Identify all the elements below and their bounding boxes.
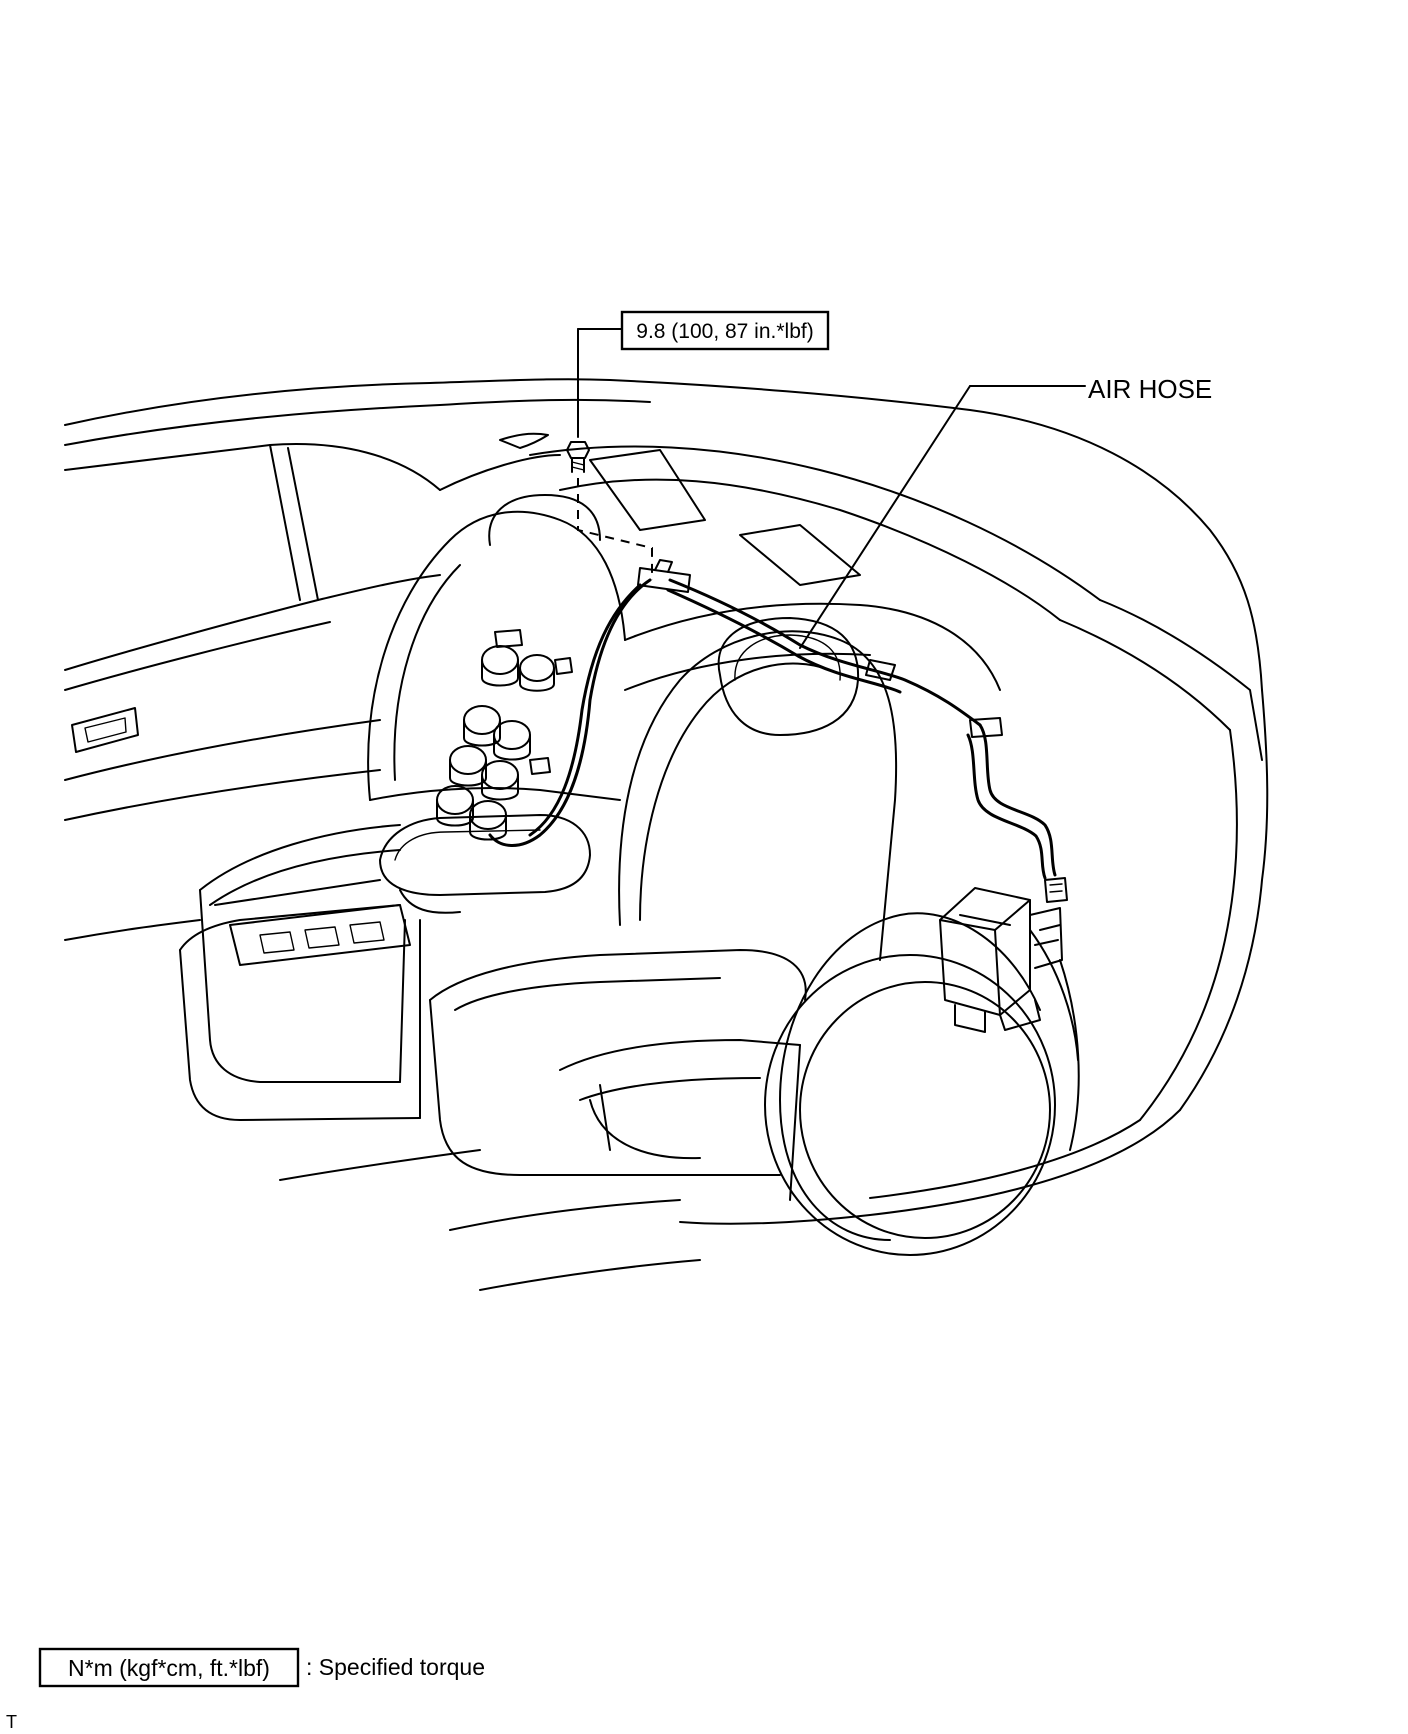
- air-cell: [519, 654, 555, 692]
- air-cell: [463, 705, 501, 747]
- air-hose-label: AIR HOSE: [1088, 374, 1212, 404]
- air-bladder-cluster: [436, 629, 573, 841]
- center-console: [179, 814, 591, 1121]
- legend-unit-box: [38, 1647, 300, 1688]
- air-cell: [436, 785, 474, 827]
- legend-unit-label: N*m (kgf*cm, ft.*lbf): [68, 1655, 270, 1681]
- torque-callout: 9.8 (100, 87 in.*lbf): [577, 310, 830, 438]
- rear-seat: [199, 494, 1001, 906]
- torque-callout-box: [620, 310, 830, 351]
- corner-mark: T: [6, 1712, 17, 1732]
- legend-description: : Specified torque: [306, 1654, 485, 1680]
- roof-antenna: [499, 432, 549, 449]
- right-rear-seat: [429, 617, 898, 1201]
- air-hose: [488, 559, 1057, 880]
- vehicle-body-outline: [64, 378, 1269, 1291]
- air-cell: [469, 800, 507, 841]
- torque-value-label: 9.8 (100, 87 in.*lbf): [636, 320, 813, 343]
- rear-wheel: [764, 912, 1080, 1256]
- air-cell: [449, 745, 487, 787]
- torque-legend: N*m (kgf*cm, ft.*lbf) : Specified torque: [38, 1647, 485, 1688]
- air-cell: [493, 720, 531, 761]
- air-pump-assembly: [939, 877, 1068, 1033]
- bolt: [566, 441, 590, 473]
- air-cell: [481, 645, 519, 687]
- bolt-install-path: [577, 478, 653, 580]
- air-hose-callout: AIR HOSE: [799, 374, 1212, 649]
- air-cell: [481, 760, 519, 801]
